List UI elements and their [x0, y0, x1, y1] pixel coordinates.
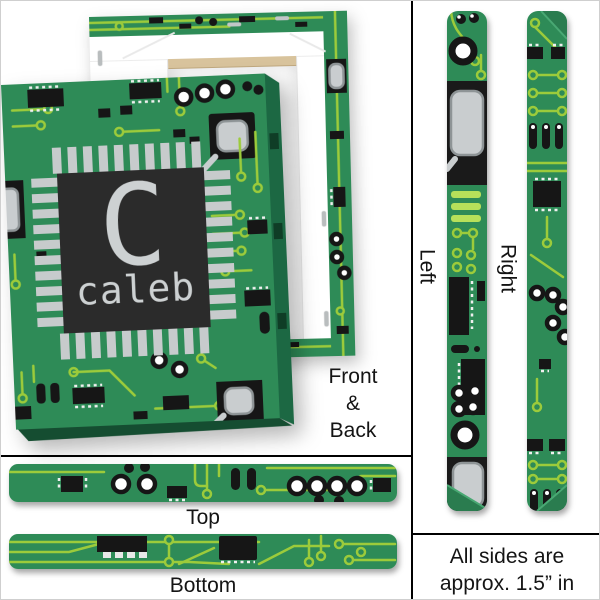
size-note-line1: All sides are [449, 545, 565, 568]
wood-bar-edge [168, 55, 297, 70]
monogram-chip: C caleb [56, 160, 211, 334]
canvas-right-edge-pattern [322, 10, 356, 357]
right-side-pattern [527, 11, 567, 511]
bottom-side-strip [9, 534, 397, 569]
left-side-strip [447, 11, 487, 511]
top-side-label: Top [186, 506, 220, 529]
horizontal-divider-right [411, 533, 599, 535]
bottom-side-pattern [9, 534, 397, 569]
front-back-label-line1: Front [328, 365, 378, 388]
front-back-label-line2: & [345, 392, 360, 415]
staple [97, 50, 103, 66]
canvas-front-view: C caleb [1, 72, 307, 446]
staple [321, 211, 327, 227]
horizontal-divider-left [1, 455, 412, 457]
vertical-divider [411, 1, 413, 599]
top-side-strip [9, 464, 397, 502]
size-note-line2: approx. 1.5” in [439, 572, 575, 595]
staple [324, 311, 329, 327]
bottom-side-label: Bottom [169, 574, 237, 597]
front-back-label-line3: Back [329, 419, 377, 442]
right-side-label: Right [496, 243, 520, 294]
top-bottom-sides-panel: Top [1, 457, 411, 599]
front-back-panel: C caleb Front & Back [1, 1, 411, 455]
left-right-sides-panel: Left [413, 1, 599, 533]
left-side-label: Left [415, 248, 439, 285]
canvas-top-edge-pattern [89, 10, 348, 37]
top-side-pattern [9, 464, 397, 502]
left-side-pattern [447, 11, 487, 511]
front-back-label: Front & Back [297, 363, 409, 444]
right-side-strip [527, 11, 567, 511]
monogram-name: caleb [74, 264, 197, 314]
size-note-panel: All sides are approx. 1.5” in [413, 535, 599, 599]
